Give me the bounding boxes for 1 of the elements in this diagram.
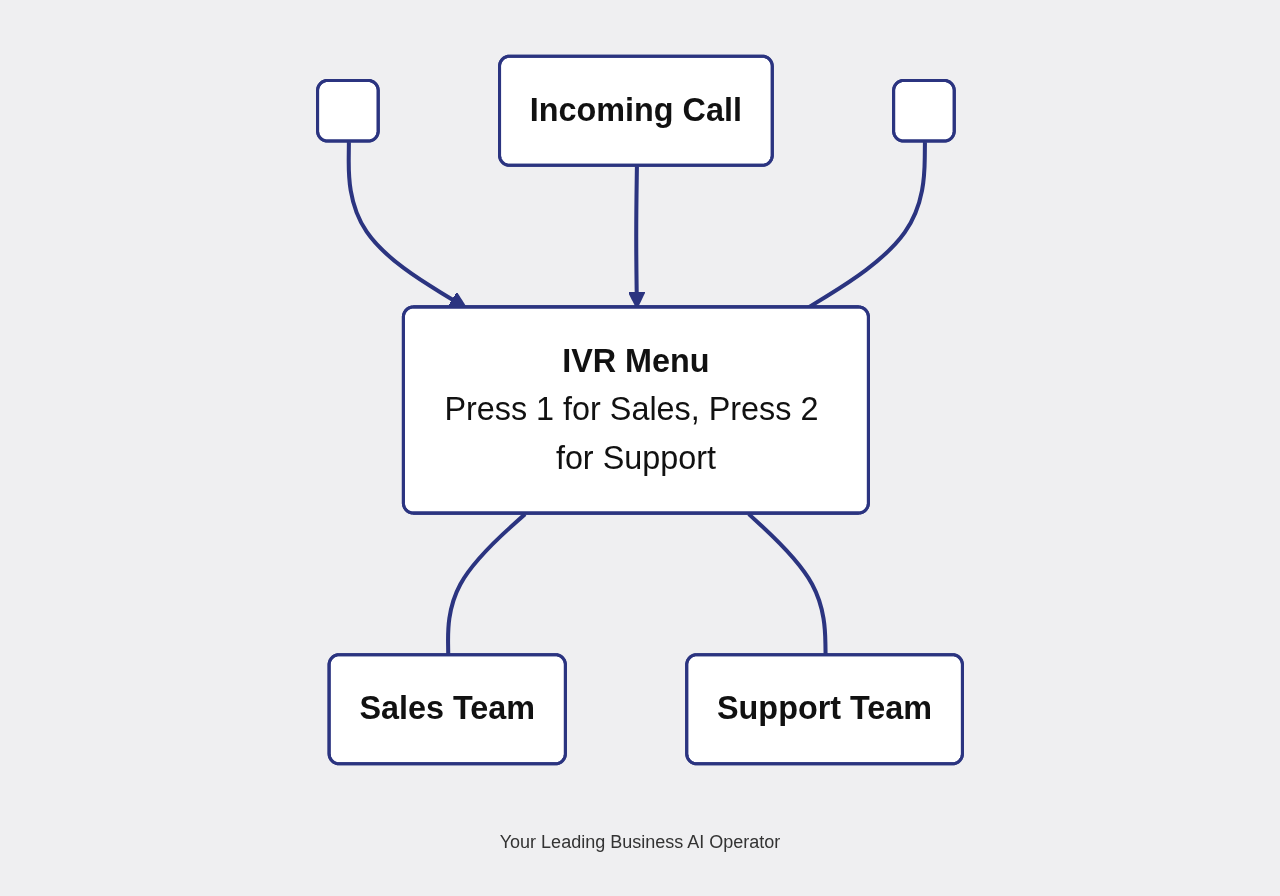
- caption: Your Leading Business AI Operator: [499, 832, 781, 852]
